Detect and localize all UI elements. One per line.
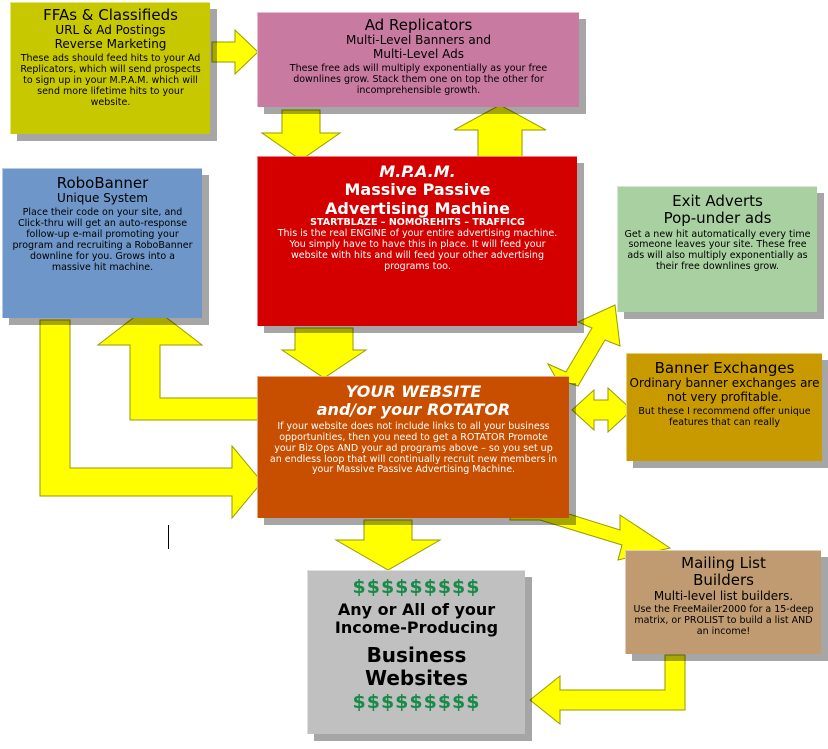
- adrep-title: Ad Replicators: [364, 16, 473, 34]
- dollar-row-top: $$$$$$$$$: [352, 576, 481, 598]
- website-title-2: and/or your ROTATOR: [316, 400, 511, 420]
- arrow-ffa-to-adreplicators: [211, 28, 259, 76]
- arrow-mpam-to-adrep: [453, 104, 547, 161]
- arrow-website-to-exitadverts: [546, 304, 621, 395]
- arrow-website-to-robobanner: [96, 304, 259, 421]
- exit-adverts-box: Exit Adverts Pop-under ads Get a new hit…: [617, 186, 817, 312]
- stray-line: [168, 525, 169, 549]
- arrow-adrep-to-mpam: [260, 109, 342, 161]
- adrep-subtitle-1: Multi-Level Banners and: [346, 33, 491, 48]
- business-line-4: Websites: [364, 665, 469, 690]
- your-website-box: YOUR WEBSITE and/or your ROTATOR If your…: [257, 376, 569, 518]
- mpam-title-1: Massive Passive: [344, 180, 491, 200]
- mailing-title-1: Mailing List: [681, 554, 766, 572]
- mpam-acronym: M.P.A.M.: [379, 162, 456, 181]
- ad-replicators-box: Ad Replicators Multi-Level Banners and M…: [257, 12, 579, 107]
- arrow-mpam-to-website: [280, 327, 368, 379]
- banner-subtitle: Ordinary banner exchanges are not very p…: [629, 376, 820, 405]
- exit-subtitle: Pop-under ads: [663, 209, 772, 228]
- adrep-body: These free ads will multiply exponential…: [289, 62, 548, 96]
- arrow-robobanner-to-website: [39, 319, 263, 520]
- banner-body: But these I recommend offer unique featu…: [638, 405, 811, 428]
- robobanner-box: RoboBanner Unique System Place their cod…: [2, 168, 202, 318]
- mpam-title-2: Advertising Machine: [325, 198, 510, 218]
- exit-body: Get a new hit automatically every time s…: [624, 228, 811, 273]
- ffa-body: These ads should feed hits to your Ad Re…: [20, 52, 201, 108]
- business-websites-box: $$$$$$$$$ Any or All of your Income-Prod…: [307, 570, 525, 734]
- mailing-list-box: Mailing List Builders Multi-level list b…: [625, 550, 821, 654]
- arrow-mailinglist-to-business: [529, 654, 686, 726]
- ffa-title: FFAs & Classifieds: [43, 6, 178, 24]
- business-line-1: Any or All of your: [337, 599, 496, 619]
- mailing-title-2: Builders: [693, 571, 754, 590]
- mpam-box: M.P.A.M. Massive Passive Advertising Mac…: [257, 156, 577, 326]
- mpam-body: This is the real ENGINE of your entire a…: [277, 228, 558, 272]
- arrow-website-to-bannerexchanges: [571, 386, 633, 434]
- business-line-3: Business: [366, 642, 467, 667]
- website-body: If your website does not include links t…: [269, 420, 558, 476]
- banner-exchanges-box: Banner Exchanges Ordinary banner exchang…: [626, 353, 822, 461]
- ffa-classifieds-box: FFAs & Classifieds URL & Ad Postings Rev…: [10, 2, 210, 134]
- business-line-2: Income-Producing: [334, 618, 499, 638]
- banner-title: Banner Exchanges: [654, 359, 795, 377]
- exit-title: Exit Adverts: [672, 192, 763, 210]
- robobanner-subtitle: Unique System: [57, 191, 148, 206]
- mailing-body: Use the FreeMailer2000 for a 15-deep mat…: [633, 604, 814, 638]
- mpam-programs: STARTBLAZE – NOMOREHITS – TRAFFICG: [310, 217, 525, 229]
- adrep-subtitle-2: Multi-Level Ads: [372, 47, 465, 62]
- dollar-row-bottom: $$$$$$$$$: [352, 690, 481, 713]
- robobanner-body: Place their code on your site, and Click…: [12, 207, 193, 273]
- mailing-subtitle: Multi-level list builders.: [653, 588, 794, 603]
- ffa-subtitle-1: URL & Ad Postings: [55, 23, 166, 38]
- website-title-1: YOUR WEBSITE: [345, 382, 482, 401]
- arrow-website-to-business: [334, 519, 442, 571]
- ffa-subtitle-2: Reverse Marketing: [54, 37, 167, 52]
- robobanner-title: RoboBanner: [56, 174, 149, 192]
